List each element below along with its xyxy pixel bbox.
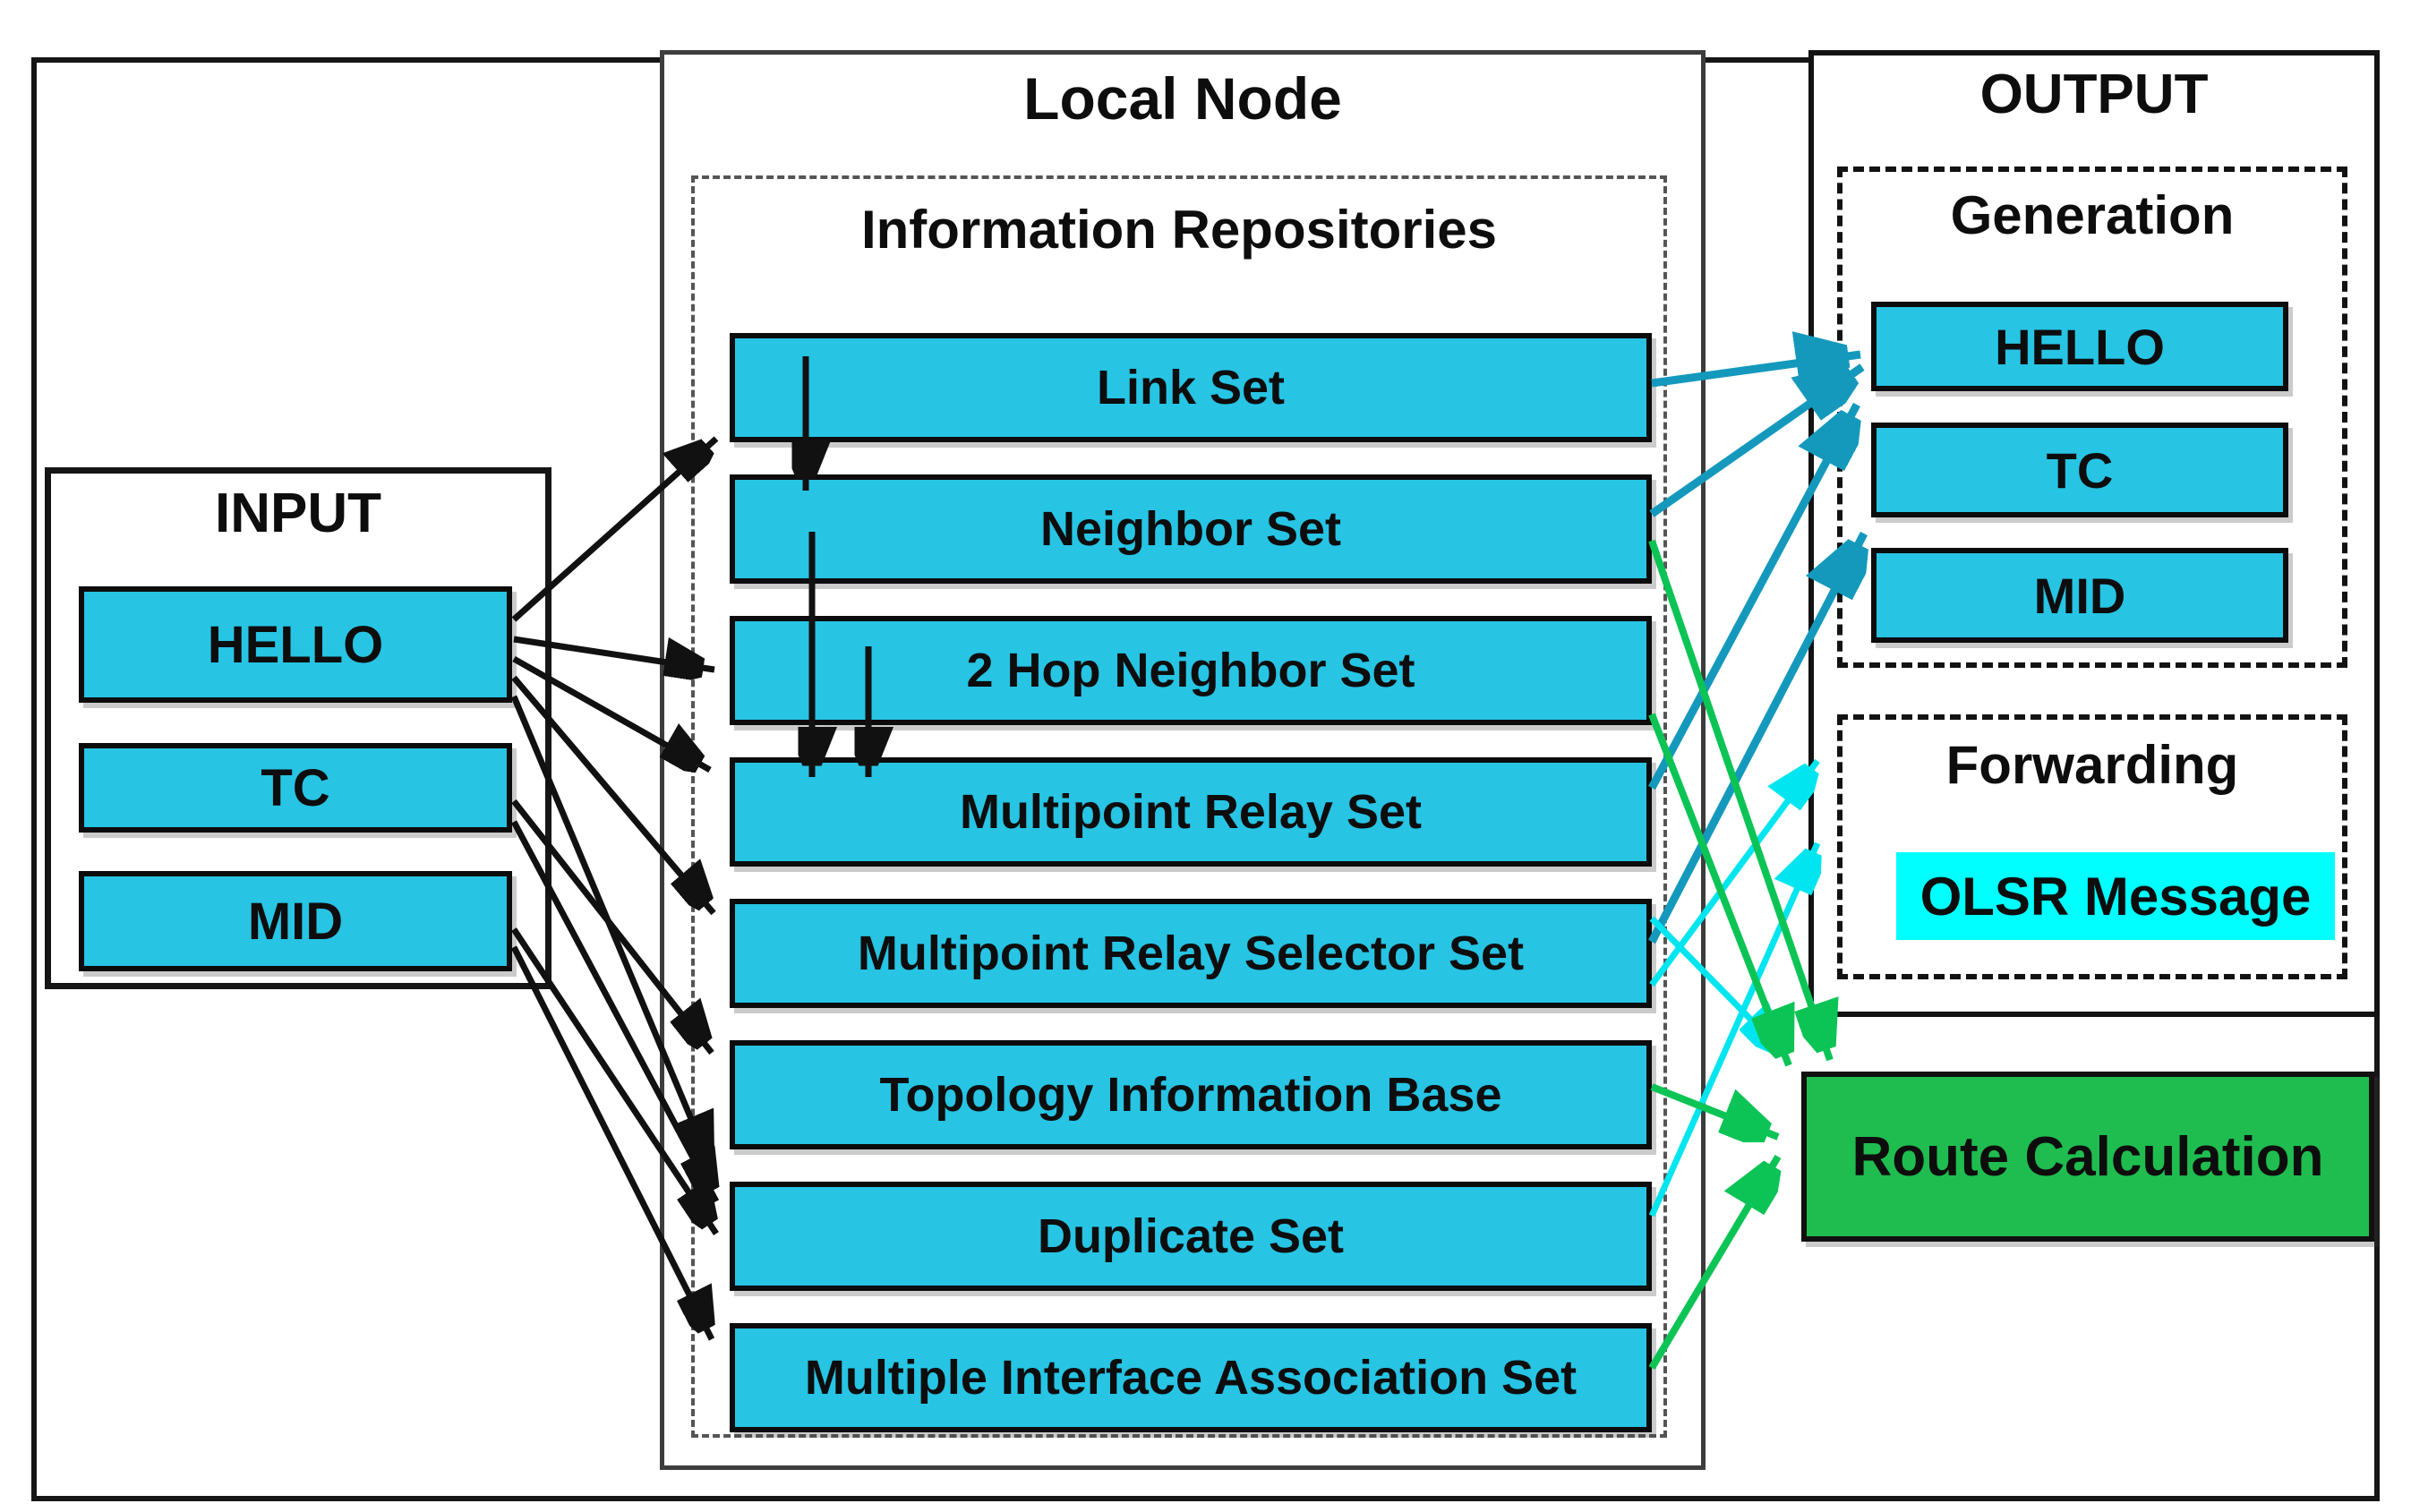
link-set-box: Link Set [730,333,1652,442]
generation-tc-box: TC [1871,423,2288,517]
generation-mid-box: MID [1871,548,2288,643]
multipoint-relay-selector-set-box: Multipoint Relay Selector Set [730,899,1652,1008]
input-title: INPUT [215,483,381,544]
two-hop-neighbor-set-box: 2 Hop Neighbor Set [730,616,1652,725]
multiple-interface-association-set-box: Multiple Interface Association Set [730,1323,1652,1432]
route-calculation-box: Route Calculation [1801,1072,2374,1242]
local-node-title: Local Node [1023,65,1342,132]
generation-title: Generation [1950,185,2235,245]
output-title: OUTPUT [1979,64,2209,125]
information-repositories-title: Information Repositories [860,200,1498,260]
forwarding-title: Forwarding [1945,735,2239,795]
duplicate-set-box: Duplicate Set [730,1182,1652,1291]
olsr-message-box: OLSR Message [1896,852,2335,940]
neighbor-set-box: Neighbor Set [730,474,1652,584]
input-mid-box: MID [79,871,512,971]
generation-hello-box: HELLO [1871,302,2288,391]
input-tc-box: TC [79,743,512,833]
input-hello-box: HELLO [79,586,512,703]
topology-information-base-box: Topology Information Base [730,1040,1652,1149]
multipoint-relay-set-box: Multipoint Relay Set [730,757,1652,867]
